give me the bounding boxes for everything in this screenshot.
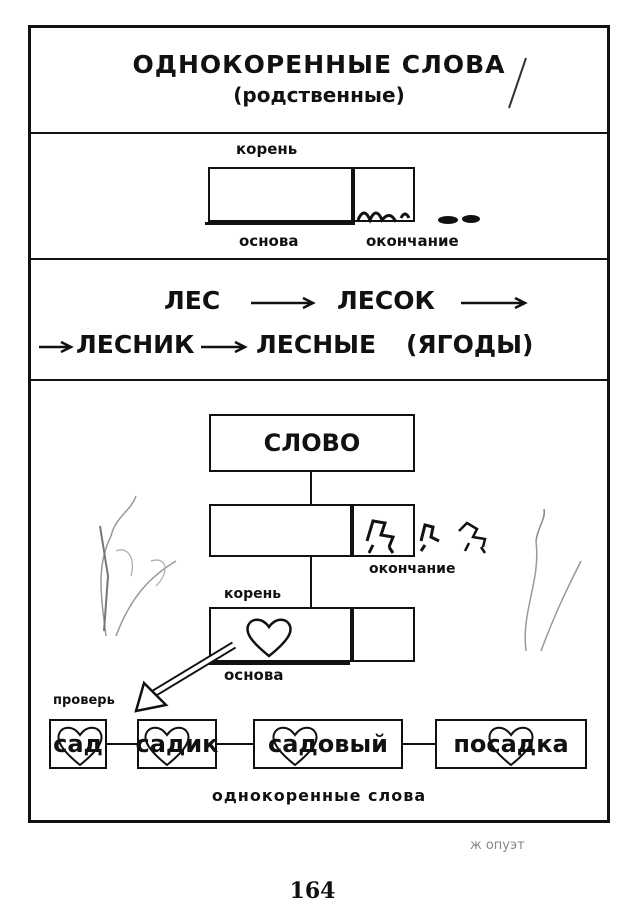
diagram-section: СЛОВО окончание корень основа [31,381,607,821]
chain-note: (ЯГОДЫ) [406,330,534,359]
pen-stroke-mark [508,57,527,109]
ending-label: окончание [366,232,459,250]
arrow-icon [461,296,528,310]
heart-icon [246,618,292,658]
root-label-diagram: корень [224,586,282,602]
page-frame: ОДНОКОРЕННЫЕ СЛОВА (родственные) корень … [28,25,610,823]
root-label: корень [236,140,298,158]
heart-icon [144,726,190,767]
chain-section: ЛЕС ЛЕСОК ЛЕСНИК ЛЕСНЫЕ (ЯГОДЫ) [31,260,607,381]
plant-illustration-left [99,495,177,637]
page-subtitle: (родственные) [233,83,405,107]
arrow-icon [201,340,248,354]
example-word: садик [135,730,219,758]
heart-icon [488,726,534,767]
stem-label-diagram: основа [224,666,284,684]
connector-line [310,472,312,504]
stem-label: основа [239,232,299,250]
heart-icon [57,726,103,767]
word-box: СЛОВО [209,414,415,472]
example-word-box: садик [135,719,219,769]
example-word: посадка [453,730,569,758]
title-section: ОДНОКОРЕННЫЕ СЛОВА (родственные) [31,28,607,134]
stem-bracket [205,222,355,225]
heart-icon [272,726,318,767]
arrow-icon [251,296,316,310]
structure-section: корень основа окончание [31,134,607,260]
example-word: садовый [268,730,388,758]
arrow-icon [39,340,74,354]
plant-illustration-right [524,508,582,652]
stem-bracket-diagram [207,662,350,665]
word-label: СЛОВО [263,429,361,457]
example-word: сад [53,730,103,758]
example-word-box: посадка [435,719,587,769]
ending-box-small [352,607,415,662]
examples-caption: однокоренные слова [211,786,427,805]
stem-box-large [209,504,352,557]
page-title: ОДНОКОРЕННЫЕ СЛОВА [132,50,506,79]
example-word-box: садовый [253,719,403,769]
page-number: 164 [289,878,336,904]
chain-word-1: ЛЕС [164,286,221,315]
ending-label-diagram: окончание [369,561,456,577]
check-arrow-icon [134,641,237,713]
chain-word-2: ЛЕСОК [337,286,435,315]
chain-word-4: ЛЕСНЫЕ [256,330,377,359]
example-word-box: сад [49,719,107,769]
chair-creatures-icon [365,519,487,554]
chain-word-3: ЛЕСНИК [76,330,195,359]
stem-box [208,167,353,222]
check-label: проверь [53,693,115,708]
connector-line [310,557,312,607]
ending-creatures-icon [356,211,480,224]
faded-footer-text: ж опуэт [470,838,525,853]
